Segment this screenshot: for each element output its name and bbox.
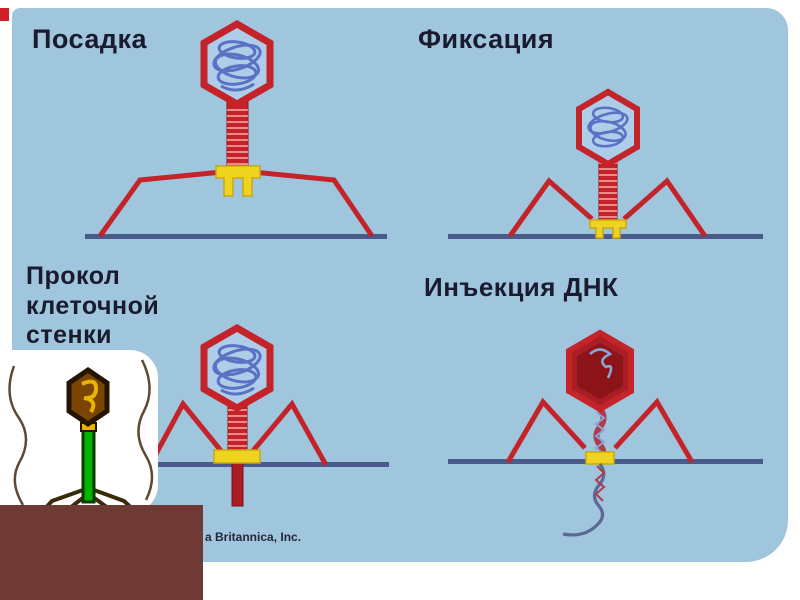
stage-label-puncture-line3: стенки: [26, 321, 113, 349]
cell-surface-lines: [85, 234, 763, 467]
corner-red-mark: [0, 8, 9, 21]
stage-label-puncture: Прокол клеточной стенки: [26, 262, 159, 351]
phage-injection-icon: [505, 329, 695, 537]
phage-landing-icon: [97, 19, 375, 238]
stage-label-injection: Инъекция ДНК: [424, 272, 619, 302]
stage-label-puncture-line2: клеточной: [26, 291, 160, 320]
maroon-overlay-rect: [0, 505, 203, 600]
copyright-caption: a Britannica, Inc.: [205, 530, 302, 544]
pixel-phage-overlay: [0, 350, 158, 516]
stage-label-landing: Посадка: [32, 24, 148, 54]
stage-label-fixation: Фиксация: [418, 24, 555, 54]
phage-fixation-icon: [507, 88, 708, 239]
stage-label-puncture-line1: Прокол: [26, 262, 121, 290]
phage-puncture-icon: [147, 323, 329, 507]
